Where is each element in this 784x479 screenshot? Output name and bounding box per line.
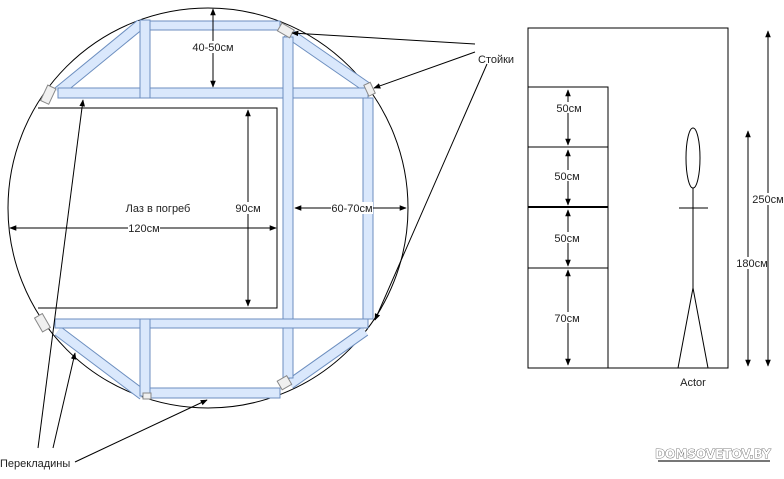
hatch-label: Лаз в погреб [126,203,191,215]
shelf-4-label: 70см [554,313,579,325]
dim-height-label: 90см [235,203,260,215]
dim-side-label: 60-70см [331,203,372,215]
watermark: DOMSOVETOV.BY [655,447,771,461]
dim-total-label: 250см [752,194,783,206]
beam-lower-main [54,318,369,329]
shelf-1-label: 50см [556,103,581,115]
frame-beams [33,19,376,400]
hatch-opening [38,107,278,309]
dim-top-label: 40-50см [192,42,233,54]
post-left-top [139,19,151,99]
beam-top [149,20,281,31]
beam-upper-main [57,87,369,99]
post-caps [33,22,376,400]
dim-person-label: 180см [736,258,767,270]
posts-label: Стойки [478,54,514,66]
cellar-outline-circle [7,7,409,409]
shelf-3-label: 50см [554,233,579,245]
diagonal-beams [54,19,372,400]
shelving [527,86,609,369]
dim-width-label: 120см [128,223,159,235]
actor-label: Actor [680,377,706,389]
post-left-bottom [139,318,151,397]
crossbars-callout-lines [37,99,208,463]
actor-figure [677,127,709,369]
shelf-2-label: 50см [554,171,579,183]
crossbars-label: Перекладины [0,458,70,470]
beam-bottom [149,387,281,399]
posts-callout-lines [291,30,488,321]
